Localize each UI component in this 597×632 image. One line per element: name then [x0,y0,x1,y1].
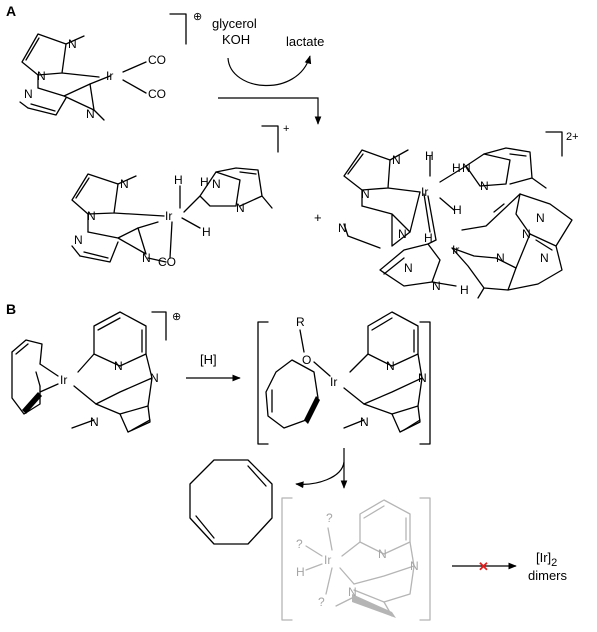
atom-n: N [496,251,505,265]
reaction-arrow-b2 [295,448,348,489]
atom-n: N [361,187,370,201]
ligand-co: CO [148,87,166,101]
ligand-co: CO [158,255,176,269]
atom-h: H [202,225,211,239]
atom-n: N [462,161,471,175]
atom-n: N [74,233,83,247]
reagent-koh: KOH [222,32,250,47]
intermediate-ir-hydride-faded: ? ? H ? Ir N N N [281,497,431,621]
panel-label-a: A [6,3,16,19]
atom-n: N [386,359,395,373]
ligand-co: CO [148,53,166,67]
atom-ir: Ir [60,373,67,387]
atom-n: N [536,211,545,225]
cyclooctadiene [189,459,273,545]
atom-n: N [404,261,413,275]
product-lactate: lactate [286,34,324,49]
intermediate-ir-alkoxide: R O Ir N N N [257,311,431,445]
dimer-label-line2: dimers [528,568,568,583]
complex-ir-dicarbonyl: N N N N Ir CO CO ⊕ [19,11,202,121]
atom-h: H [452,161,461,175]
reaction-arrow-b1: [H] [186,352,241,382]
atom-r: R [296,315,305,329]
atom-n: N [86,107,95,121]
panel-label-b: B [6,301,16,317]
atom-n: N [360,415,369,429]
atom-n: N [410,559,419,573]
atom-h: H [460,283,469,297]
atom-h: H [200,175,209,189]
atom-n: N [37,69,46,83]
reaction-arrow-a: glycerol KOH lactate [212,16,324,125]
atom-h: H [453,203,462,217]
atom-n: N [24,87,33,101]
dimer-label: [Ir]2 [536,550,557,569]
atom-n: N [378,547,387,561]
atom-n: N [432,279,441,293]
atom-h: H [174,173,183,187]
plus-sign: + [314,210,322,225]
atom-n: N [338,221,347,235]
atom-n: N [212,177,221,191]
charge-plus: + [283,123,289,135]
atom-h: H [296,565,305,579]
atom-n: N [480,179,489,193]
atom-n: N [142,251,151,265]
reagent-hydride: [H] [200,352,217,367]
atom-n: N [90,415,99,429]
charge-plus-circle: ⊕ [193,11,202,23]
atom-h: H [424,231,433,245]
atom-n: N [540,251,549,265]
atom-n: N [392,153,401,167]
atom-n: N [522,227,531,241]
atom-n: N [398,227,407,241]
atom-ir: Ir [106,69,113,83]
unknown-ligand: ? [296,537,303,551]
atom-n: N [418,371,427,385]
atom-n: N [87,209,96,223]
unknown-ligand: ? [318,595,325,609]
atom-ir: Ir [421,185,428,199]
atom-n: N [68,37,77,51]
atom-n: N [236,201,245,215]
atom-ir: Ir [324,553,331,567]
atom-n: N [120,177,129,191]
blocked-mark: ✕ [478,559,489,574]
blocked-arrow-dimers: ✕ [Ir]2 dimers [452,550,568,583]
complex-ir-cod-pyridyl-nhc: N N N Ir ⊕ [11,311,181,433]
unknown-ligand: ? [326,511,333,525]
charge-plus-circle: ⊕ [172,311,181,323]
atom-n: N [114,359,123,373]
reagent-glycerol: glycerol [212,16,257,31]
atom-o: O [302,353,311,367]
atom-ir: Ir [330,375,337,389]
atom-ir: Ir [165,209,172,223]
atom-n: N [150,371,159,385]
complex-ir-hydride-monocation: + N N N N Ir H H H N N CO [71,123,289,269]
atom-n: N [348,585,357,599]
complex-ir-dimer-dication: 2+ N N N N Ir H H N [338,131,579,299]
charge-two-plus: 2+ [566,131,579,143]
atom-ir: Ir [452,243,459,257]
atom-h: H [425,149,434,163]
